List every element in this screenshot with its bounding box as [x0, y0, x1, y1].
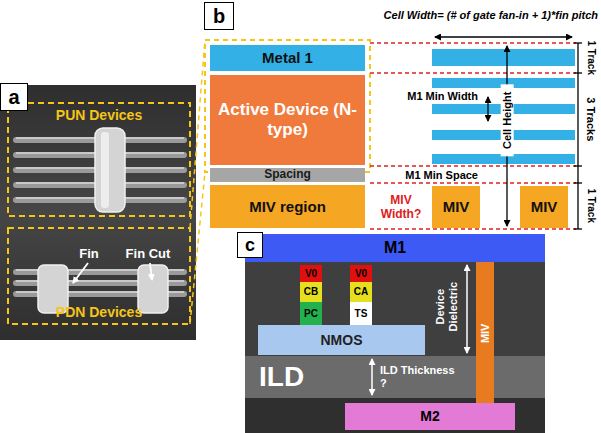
layer-box: MIV region [210, 185, 365, 228]
dimension-label-box: M1 Min Space [372, 168, 478, 182]
layer-box: Spacing [210, 168, 365, 182]
cross-section [245, 262, 545, 433]
gate-box: PC [300, 302, 322, 325]
text: 1 Track [585, 184, 597, 228]
text: Device Dielectric [434, 271, 459, 343]
dimension-label-box: Device Dielectric [432, 262, 462, 352]
text: 3 Tracks [584, 79, 597, 159]
text: Metal 1 [260, 49, 315, 66]
trench-silicide-box: TS [350, 302, 372, 325]
panel-letter: c [237, 232, 263, 258]
formula-label-box: Cell Width= (# of gate fan-in + 1)*fin p… [376, 0, 598, 31]
text: Fin [79, 247, 99, 262]
metal-layer: M1 [245, 234, 545, 262]
text: Spacing [262, 168, 313, 182]
metal-layer: M2 [345, 403, 515, 430]
text: c [243, 235, 257, 256]
text: Cell Height [501, 84, 514, 156]
text: V0 [353, 268, 369, 280]
region-label-box: PUN Devices [10, 106, 188, 124]
layer-box: Active Device (N-type) [210, 75, 365, 165]
text: 1 Track [585, 37, 597, 79]
text: b [211, 5, 227, 28]
track-guides [370, 43, 576, 229]
track-label-box: 1 Track [582, 183, 599, 229]
dimension-arrows [435, 37, 582, 229]
text: NMOS [319, 332, 365, 348]
text: V0 [303, 268, 319, 280]
panel-letter: b [204, 2, 234, 30]
dimension-label-box: Cell Height [499, 80, 515, 160]
region-label-box: PDN Devices [10, 303, 188, 321]
text: MIV region [247, 198, 328, 215]
text: PC [302, 308, 320, 320]
text: a [6, 86, 21, 109]
contact-box: CB [300, 282, 322, 302]
text: TS [353, 308, 370, 320]
miv-bar: MIV [476, 262, 494, 405]
text: ILD [257, 361, 306, 393]
dielectric-band: ILD [245, 356, 545, 398]
text: PUN Devices [56, 107, 142, 123]
dimension-label-box: M1 Min Width [372, 89, 478, 104]
text: MIV [441, 198, 472, 215]
dimension-label-box: ILD Thickness ? [380, 357, 464, 397]
question-label-box: MIV Width? [372, 188, 430, 228]
text: M1 Min Space [405, 169, 478, 182]
text: CA [352, 286, 370, 298]
via-box: V0 [300, 265, 322, 282]
miv-box: MIV [432, 186, 480, 228]
layer-box: Metal 1 [210, 45, 365, 71]
via-box: V0 [350, 265, 372, 282]
panel-letter: a [0, 83, 28, 111]
sem-image [0, 85, 196, 340]
text: Cell Width= (# of gate fan-in + 1)*fin p… [384, 9, 598, 22]
callout-label-box: Fin Cut [116, 246, 180, 262]
text: M1 Min Width [407, 90, 478, 103]
text: M2 [418, 408, 441, 424]
text: Fin Cut [126, 247, 171, 262]
device-box: NMOS [258, 325, 425, 355]
text: MIV Width? [372, 194, 430, 222]
text: MIV [529, 198, 560, 215]
track-label-box: 1 Track [582, 43, 599, 73]
text: MIV [479, 311, 492, 355]
text: CB [302, 286, 320, 298]
miv-box: MIV [520, 186, 568, 228]
m1-tracks [432, 49, 575, 164]
text: PDN Devices [56, 304, 142, 320]
text: Active Device (N-type) [212, 100, 363, 139]
track-label-box: 3 Tracks [582, 73, 599, 166]
contact-box: CA [350, 282, 372, 302]
text: ILD Thickness ? [380, 364, 464, 389]
text: M1 [382, 239, 408, 257]
callout-label-box: Fin [74, 246, 104, 262]
